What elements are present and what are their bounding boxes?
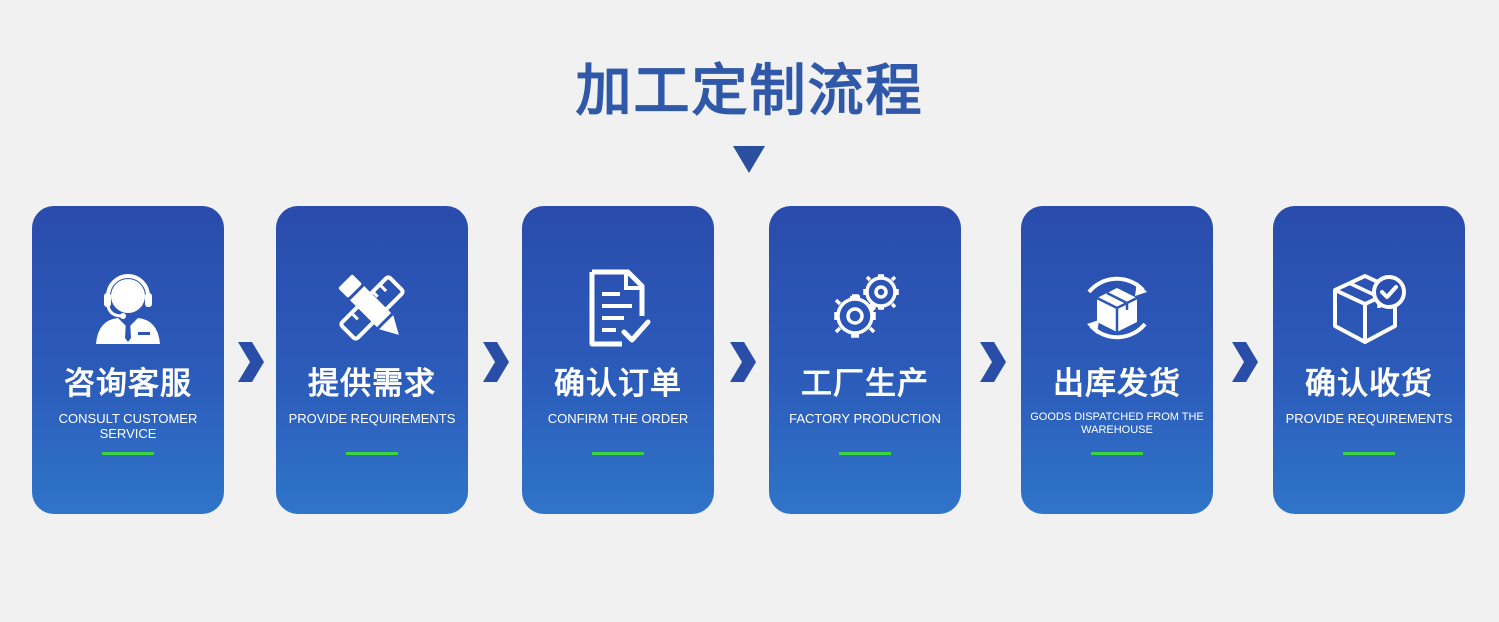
step-title: 确认收货 [1305,366,1433,402]
step-subtitle: GOODS DISPATCHED FROM THE WAREHOUSE [1030,411,1204,436]
step-title: 工厂生产 [801,366,929,402]
chevron-right-icon [479,340,511,384]
accent-bar [839,452,891,455]
box-cycle-icon [1077,268,1157,348]
step-card-factory-production: 工厂生产 FACTORY PRODUCTION [769,206,961,514]
down-arrow-icon [733,146,765,173]
step-subtitle: PROVIDE REQUIREMENTS [1285,411,1453,426]
step-subtitle: CONSULT CUSTOMER SERVICE [58,411,198,441]
document-check-icon [578,268,658,348]
step-title: 确认订单 [554,366,682,402]
chevron-right-icon [976,340,1008,384]
accent-bar [592,452,644,455]
box-check-icon [1329,268,1409,348]
accent-bar [102,452,154,455]
pencil-ruler-icon [332,268,412,348]
step-title: 咨询客服 [64,366,192,402]
step-subtitle: CONFIRM THE ORDER [547,411,689,426]
step-card-confirm-order: 确认订单 CONFIRM THE ORDER [522,206,714,514]
chevron-right-icon [234,340,266,384]
accent-bar [1091,452,1143,455]
chevron-right-icon [1228,340,1260,384]
step-subtitle: PROVIDE REQUIREMENTS [288,411,456,426]
gears-icon [825,268,905,348]
step-card-confirm-receipt: 确认收货 PROVIDE REQUIREMENTS [1273,206,1465,514]
step-card-consult: 咨询客服 CONSULT CUSTOMER SERVICE [32,206,224,514]
accent-bar [346,452,398,455]
step-card-dispatch: 出库发货 GOODS DISPATCHED FROM THE WAREHOUSE [1021,206,1213,514]
step-card-requirements: 提供需求 PROVIDE REQUIREMENTS [276,206,468,514]
accent-bar [1343,452,1395,455]
customer-service-icon [88,268,168,348]
step-title: 提供需求 [308,366,436,402]
step-title: 出库发货 [1053,366,1181,402]
step-subtitle: FACTORY PRODUCTION [789,411,941,426]
page-title: 加工定制流程 [575,59,924,124]
chevron-right-icon [726,340,758,384]
